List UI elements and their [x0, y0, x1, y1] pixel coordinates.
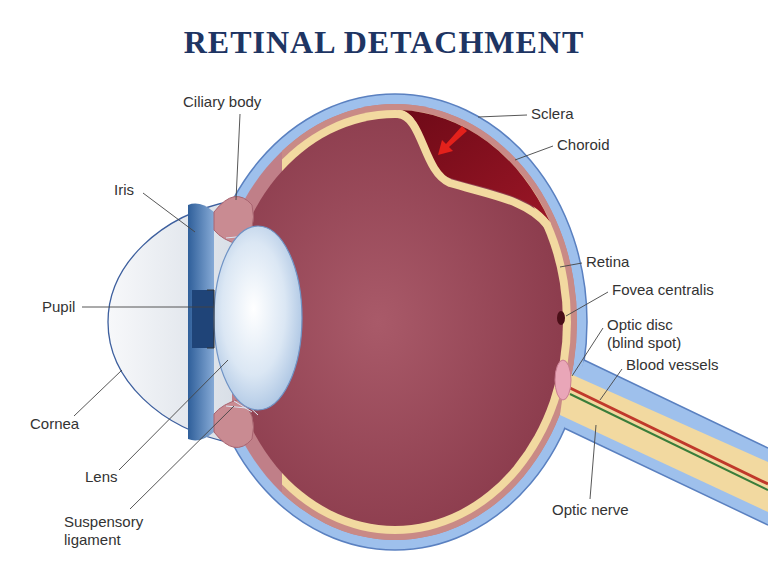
nerve-core [560, 372, 768, 512]
part-label: Sclera [531, 105, 574, 123]
part-label: Optic nerve [552, 501, 629, 519]
vein [570, 394, 768, 490]
part-label: Iris [114, 181, 134, 199]
detached-retina [398, 114, 548, 226]
sclera [203, 94, 587, 550]
retina [282, 110, 571, 534]
ciliary-region [213, 104, 577, 540]
iris [188, 204, 214, 441]
cornea-edge [108, 201, 232, 443]
part-label: Choroid [557, 136, 610, 154]
pupil [192, 290, 214, 348]
optic-disc [555, 360, 571, 400]
lens [214, 226, 302, 410]
pupil-bracket [207, 290, 214, 348]
part-label: Cornea [30, 415, 79, 433]
part-label: Retina [586, 253, 629, 271]
cornea [108, 201, 232, 443]
part-label: Lens [85, 468, 118, 486]
part-label: Fovea centralis [612, 281, 714, 299]
part-label: Blood vessels [626, 356, 719, 374]
leader-lines [74, 114, 622, 509]
choroid [282, 104, 577, 540]
detachment-arrow [438, 126, 467, 155]
part-label: Suspensory ligament [64, 513, 154, 549]
part-label: Optic disc (blind spot) [607, 316, 702, 352]
fovea [557, 311, 565, 325]
artery [570, 388, 768, 484]
part-label: Ciliary body [183, 93, 261, 111]
title: RETINAL DETACHMENT [0, 22, 768, 62]
part-label: Pupil [42, 298, 75, 316]
